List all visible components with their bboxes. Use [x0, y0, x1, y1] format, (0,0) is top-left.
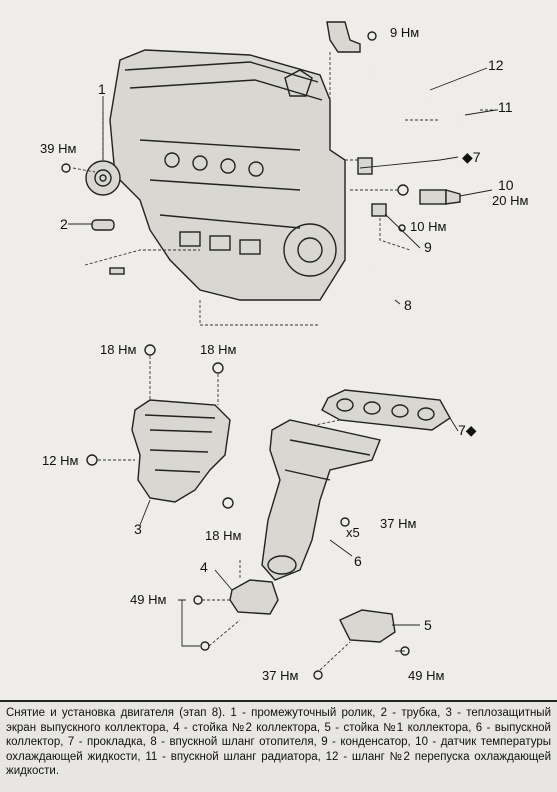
- parts-diagram: 9 Нм 39 Нм 20 Нм 10 Нм 18 Нм 18 Нм 12 Нм…: [40, 21, 529, 683]
- coolant-temp-sensor: [397, 184, 461, 205]
- torque-label-18-right: 18 Нм: [200, 342, 236, 357]
- bracket-top: [326, 21, 377, 53]
- torque-label-18-left: 18 Нм: [100, 342, 136, 357]
- callout-7-upper: ◆7: [462, 149, 481, 165]
- torque-label-49-right: 49 Нм: [408, 668, 444, 683]
- callout-12: 12: [488, 57, 504, 73]
- manifold-stay-1: [313, 609, 410, 680]
- torque-label-10: 10 Нм: [410, 219, 446, 234]
- callout-1: 1: [98, 81, 106, 97]
- callout-6: 6: [354, 553, 362, 569]
- callout-10: 10: [498, 177, 514, 193]
- engine-block: [109, 49, 346, 301]
- bolt-39: [61, 163, 71, 173]
- callout-7-lower: 7◆: [458, 422, 477, 438]
- callout-2: 2: [60, 216, 68, 232]
- bolt-block: [109, 267, 125, 275]
- callout-11: 11: [498, 99, 513, 115]
- torque-label-39: 39 Нм: [40, 141, 76, 156]
- callout-9: 9: [424, 239, 432, 255]
- torque-label-49-left: 49 Нм: [130, 592, 166, 607]
- multiplier-label: х5: [346, 525, 360, 540]
- torque-label-12: 12 Нм: [42, 453, 78, 468]
- exhaust-heat-shield: [86, 344, 234, 509]
- torque-label-37-lower: 37 Нм: [262, 668, 298, 683]
- condenser: [371, 203, 406, 232]
- torque-label-9: 9 Нм: [390, 25, 419, 40]
- callout-8: 8: [404, 297, 412, 313]
- callout-4: 4: [200, 559, 208, 575]
- callout-5: 5: [424, 617, 432, 633]
- exhaust-manifold: [261, 419, 381, 581]
- callout-3: 3: [134, 521, 142, 537]
- diagram-canvas: 9 Нм 39 Нм 20 Нм 10 Нм 18 Нм 18 Нм 12 Нм…: [40, 21, 528, 683]
- torque-label-18-lower: 18 Нм: [205, 528, 241, 543]
- manifold-gasket: [321, 389, 451, 431]
- idler-pulley: [85, 160, 121, 196]
- torque-label-20: 20 Нм: [492, 193, 528, 208]
- torque-label-37-upper: 37 Нм: [380, 516, 416, 531]
- bypass-hose-2: [374, 62, 431, 106]
- manifold-stay-2: [193, 579, 279, 651]
- tube: [91, 219, 115, 231]
- radiator-inlet-hose: [357, 118, 462, 175]
- figure-caption: Снятие и установка двигателя (этап 8). 1…: [0, 700, 557, 792]
